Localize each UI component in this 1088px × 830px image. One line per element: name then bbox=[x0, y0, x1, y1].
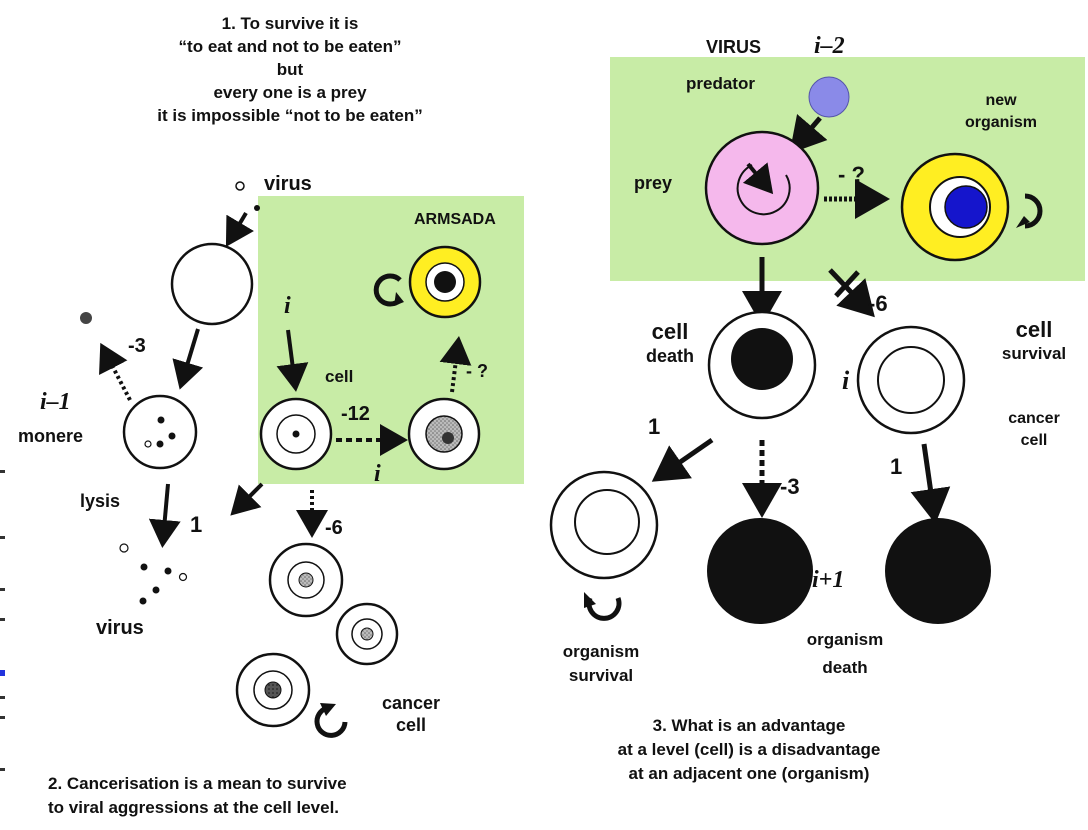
label-cell: cell bbox=[325, 368, 353, 385]
rotation-arrow-icon bbox=[589, 598, 619, 618]
label-cancer-cell-right: cancer cell bbox=[984, 408, 1084, 452]
virus-predator-icon bbox=[809, 77, 849, 117]
label-one-left: 1 bbox=[190, 514, 202, 536]
dotted-arrow-q bbox=[452, 344, 458, 392]
organism-death-circle bbox=[885, 518, 991, 624]
label-i-minus-2: i–2 bbox=[814, 34, 845, 58]
caption-2: 2. Cancerisation is a mean to survive to… bbox=[48, 772, 347, 820]
label-i-cell: i bbox=[284, 294, 291, 318]
prey-cell-circle bbox=[706, 132, 818, 244]
label-cancer-cell-line: cancer bbox=[366, 692, 456, 714]
label-organism-death-line: death bbox=[790, 654, 900, 682]
label-new-organism: new organism bbox=[946, 90, 1056, 134]
caption-1-line: every one is a prey bbox=[90, 81, 490, 104]
label-cancer-cell-line: cell bbox=[366, 714, 456, 736]
organism-death-circle bbox=[707, 518, 813, 624]
virus-particle-icon bbox=[254, 205, 260, 211]
caption-2-line: 2. Cancerisation is a mean to survive bbox=[48, 772, 347, 796]
caption-1-line: it is impossible “not to be eaten” bbox=[90, 104, 490, 127]
arrow-survival-to-death bbox=[924, 444, 934, 514]
label-cell-death: cell death bbox=[630, 320, 710, 368]
label-minus6-left: -6 bbox=[325, 518, 343, 538]
caption-1: 1. To survive it is “to eat and not to b… bbox=[90, 12, 490, 127]
caption-3-line: 3. What is an advantage bbox=[574, 714, 924, 738]
cropped-text-fragment bbox=[0, 470, 6, 830]
label-monere: monere bbox=[18, 427, 83, 445]
caption-3: 3. What is an advantage at a level (cell… bbox=[574, 714, 924, 786]
label-i-plus-1: i+1 bbox=[812, 568, 844, 592]
arrow-one-to-virus bbox=[236, 484, 262, 510]
label-organism-death-line: organism bbox=[790, 626, 900, 654]
label-minus6-right: -6 bbox=[868, 293, 888, 315]
label-one-right: 1 bbox=[890, 456, 902, 478]
label-new-organism-line: organism bbox=[946, 112, 1056, 134]
label-prey: prey bbox=[634, 174, 672, 192]
caption-1-line: 1. To survive it is bbox=[90, 12, 490, 35]
label-predator: predator bbox=[686, 75, 755, 92]
label-i-below: i bbox=[374, 462, 381, 486]
caption-3-line: at an adjacent one (organism) bbox=[574, 762, 924, 786]
label-cell-death-line: cell bbox=[630, 320, 710, 344]
infected-cell-circle bbox=[172, 244, 252, 324]
label-one-right-left: 1 bbox=[648, 416, 660, 438]
label-q-left: - ? bbox=[466, 362, 488, 380]
label-minus12: -12 bbox=[341, 404, 370, 424]
label-i-minus-1: i–1 bbox=[40, 390, 71, 414]
virus-particle-icon bbox=[236, 182, 244, 190]
label-q-right: - ? bbox=[838, 164, 865, 186]
arrow-i-to-cell bbox=[288, 330, 295, 384]
caption-1-line: “to eat and not to be eaten” bbox=[90, 35, 490, 58]
arrow-lysis bbox=[163, 484, 168, 540]
arrow-cell-to-monere bbox=[182, 329, 198, 382]
label-cancer-cell-line: cancer bbox=[984, 408, 1084, 430]
caption-2-line: to viral aggressions at the cell level. bbox=[48, 796, 347, 820]
label-organism-death: organism death bbox=[790, 626, 900, 682]
label-cell-survival-line: cell bbox=[984, 318, 1084, 342]
label-armsada: ARMSADA bbox=[414, 212, 496, 228]
label-organism-survival-line: survival bbox=[546, 664, 656, 688]
label-cancer-cell-left: cancer cell bbox=[366, 692, 456, 736]
caption-3-line: at a level (cell) is a disadvantage bbox=[574, 738, 924, 762]
caption-1-line: but bbox=[90, 58, 490, 81]
arrow-death-to-survival bbox=[660, 440, 712, 476]
dark-dot-icon bbox=[80, 312, 92, 324]
label-cell-survival: cell survival bbox=[984, 318, 1084, 366]
label-virus-bottom: virus bbox=[96, 618, 144, 638]
label-cell-death-line: death bbox=[630, 344, 710, 368]
label-cancer-cell-line: cell bbox=[984, 430, 1084, 452]
label-virus-right: VIRUS bbox=[706, 38, 761, 56]
label-organism-survival-line: organism bbox=[546, 640, 656, 664]
label-virus-top: virus bbox=[264, 174, 312, 194]
label-cell-survival-line: survival bbox=[984, 342, 1084, 366]
arrow-virus-to-cell bbox=[230, 213, 246, 240]
crossed-arrow-minus6 bbox=[830, 270, 868, 310]
label-organism-survival: organism survival bbox=[546, 640, 656, 688]
label-new-organism-line: new bbox=[946, 90, 1056, 112]
dotted-arrow-minus3 bbox=[104, 350, 130, 400]
label-i-mid: i bbox=[842, 368, 849, 394]
rotation-arrow-icon bbox=[317, 708, 345, 735]
monere-circle bbox=[124, 396, 196, 468]
label-minus3-left: -3 bbox=[128, 336, 146, 356]
label-lysis: lysis bbox=[80, 492, 120, 510]
arrow-predator-to-prey bbox=[796, 118, 820, 146]
label-minus3-right: -3 bbox=[780, 476, 800, 498]
